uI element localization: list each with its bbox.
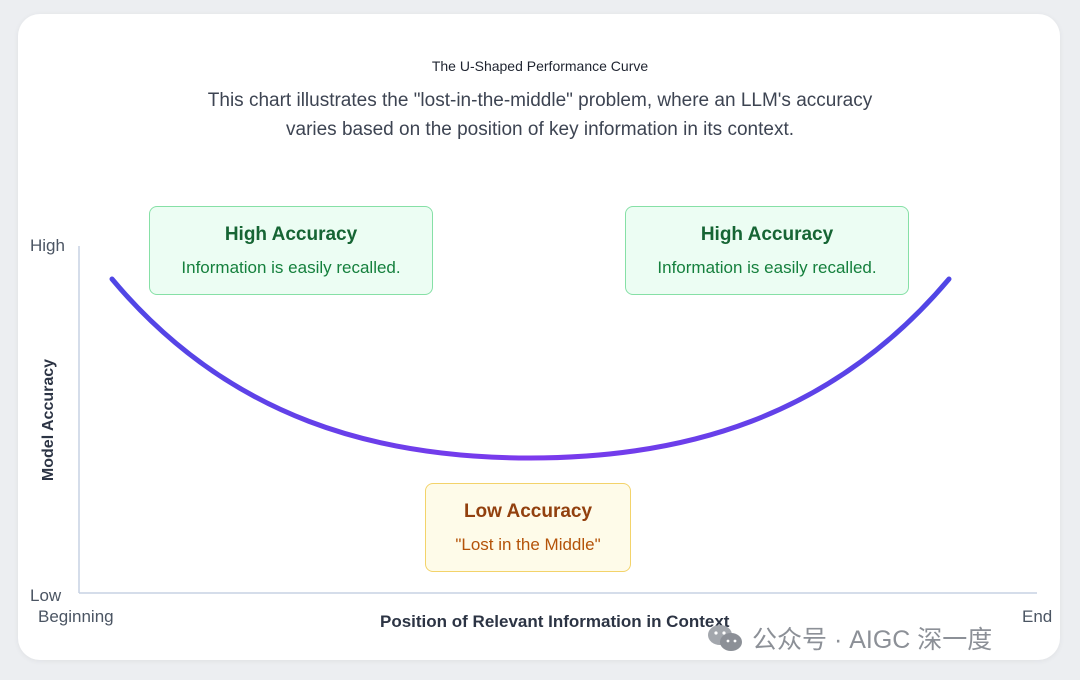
callout-title: High Accuracy xyxy=(700,224,834,245)
y-axis-high-label: High xyxy=(30,236,65,255)
callout-body: Information is easily recalled. xyxy=(181,258,401,277)
callout-body: "Lost in the Middle" xyxy=(455,535,601,554)
chart-description: This chart illustrates the "lost-in-the-… xyxy=(207,90,873,140)
callout-body: Information is easily recalled. xyxy=(657,258,877,277)
callout-low-accuracy: Low Accuracy "Lost in the Middle" xyxy=(425,483,631,572)
callout-high-accuracy-right: High Accuracy Information is easily reca… xyxy=(625,206,909,295)
callout-title: Low Accuracy xyxy=(463,501,593,522)
watermark-text: 公众号 · AIGC 深一度 xyxy=(752,626,993,654)
y-axis-title: Model Accuracy xyxy=(40,358,57,482)
watermark: 公众号 · AIGC 深一度 xyxy=(706,620,992,656)
x-axis-end-label: End xyxy=(1022,607,1053,626)
wechat-icon xyxy=(708,625,742,651)
callout-high-accuracy-left: High Accuracy Information is easily reca… xyxy=(149,206,433,295)
x-axis-start-label: Beginning xyxy=(38,607,114,626)
u-curve xyxy=(109,276,952,461)
callout-title: High Accuracy xyxy=(224,224,358,245)
x-axis-title: Position of Relevant Information in Cont… xyxy=(380,612,730,631)
y-axis-low-label: Low xyxy=(30,586,62,605)
chart-title: The U-Shaped Performance Curve xyxy=(431,58,649,74)
